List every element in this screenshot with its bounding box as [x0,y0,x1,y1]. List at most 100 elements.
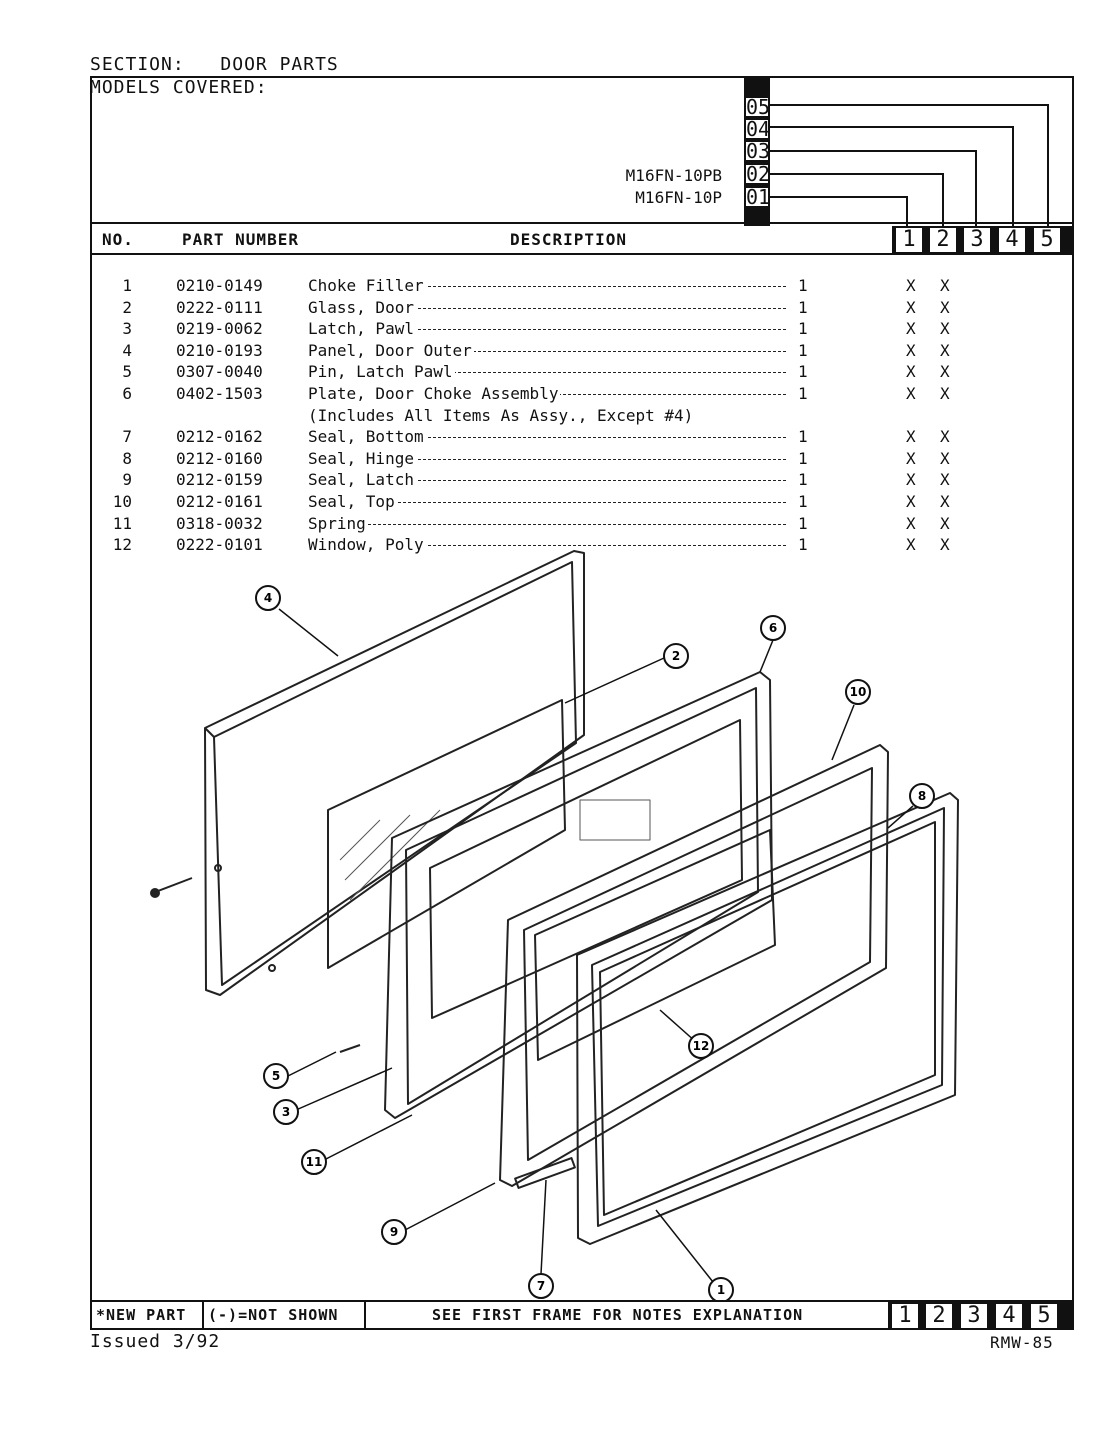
dash-leader [308,329,786,331]
part-description: Plate, Door Choke Assembly [308,384,561,403]
part-description: Seal, Hinge [308,448,416,468]
part-description: Pin, Latch Pawl [308,362,455,382]
item-number: 5 [122,362,132,382]
model-1-mark: X [906,513,916,533]
model-col-5: 5 [1032,226,1062,254]
part-number: 0212-0161 [176,492,263,511]
svg-text:5: 5 [272,1069,280,1083]
part-description: Glass, Door [308,297,416,317]
footer-not-shown: (-)=NOT SHOWN [208,1306,339,1324]
part-description: Choke Filler [308,276,426,295]
quantity: 1 [798,297,808,317]
item-number: 9 [122,470,132,490]
model-code-04: 04 [744,117,771,141]
quantity: 1 [798,513,808,533]
svg-text:4: 4 [264,591,272,605]
models-covered-label: MODELS COVERED: [90,77,268,98]
footer-model-col-1: 1 [890,1302,920,1330]
part-description: Latch, Pawl [308,319,416,339]
callout-2: 2 [663,643,689,669]
model-1-mark: X [906,384,916,403]
dash-leader [308,437,786,439]
dash-leader [308,350,786,352]
svg-text:1: 1 [717,1283,725,1297]
quantity: 1 [798,427,808,447]
svg-text:7: 7 [537,1279,545,1293]
model-2-mark: X [940,448,950,468]
model-code-03: 03 [744,139,771,163]
callout-7: 7 [528,1273,554,1299]
dash-leader [308,480,786,482]
col-description-header: DESCRIPTION [510,230,627,249]
item-number: 7 [122,427,132,447]
dash-leader [308,372,786,374]
model-col-4: 4 [997,226,1027,254]
document-code: RMW-85 [990,1333,1054,1352]
item-number: 8 [122,448,132,468]
model-1-mark: X [906,492,916,511]
model-1-mark: X [906,535,916,555]
item-number: 1 [122,276,132,295]
dash-leader [308,545,786,547]
part-description: Seal, Latch [308,470,416,490]
callout-leaders [278,608,914,1283]
exploded-door-diagram: 4 2 6 10 8 5 3 11 9 7 1 12 [150,550,959,1300]
svg-text:9: 9 [390,1225,398,1239]
callout-12: 12 [688,1033,714,1059]
header-rule-top [90,222,1074,224]
model-2-mark: X [940,513,950,533]
callout-5: 5 [263,1063,289,1089]
model-2-mark: X [940,427,950,447]
dash-leader [308,458,786,460]
model-2-mark: X [940,319,950,339]
svg-text:6: 6 [769,621,777,635]
model-1-mark: X [906,362,916,382]
part-number: 0307-0040 [176,362,263,382]
item-number: 11 [112,513,132,533]
item-number: 10 [112,492,132,511]
part-number: 0210-0149 [176,276,263,295]
footer-new-part: *NEW PART [96,1306,187,1324]
part-number: 0222-0101 [176,535,263,555]
item-number: 6 [122,384,132,403]
item-number: 3 [122,319,132,339]
part-description: Spring [308,513,368,533]
footer-model-col-4: 4 [994,1302,1024,1330]
part-number: 0212-0162 [176,427,263,447]
quantity: 1 [798,362,808,382]
callout-6: 6 [760,615,786,641]
model-code-01: 01 [744,185,771,209]
model-2-mark: X [940,276,950,295]
part-description: Panel, Door Outer [308,340,474,360]
quantity: 1 [798,276,808,295]
footer-notes: SEE FIRST FRAME FOR NOTES EXPLANATION [432,1306,804,1324]
part-number: 0210-0193 [176,340,263,360]
part-description: Window, Poly [308,535,426,555]
seal-frame-drawing [499,744,889,1187]
svg-text:8: 8 [918,789,926,803]
footer-model-col-2: 2 [924,1302,954,1330]
footer-divider-2 [364,1300,366,1330]
callout-9: 9 [381,1219,407,1245]
model-1-mark: X [906,470,916,490]
part-number: 0318-0032 [176,513,263,533]
footer-model-col-5: 5 [1029,1302,1059,1330]
model-1-mark: X [906,340,916,360]
model-2-mark: X [940,362,950,382]
model-2-mark: X [940,297,950,317]
col-no-header: NO. [102,230,134,249]
model-leader-lines [770,104,1049,228]
footer-rule [90,1300,1074,1302]
model-1-mark: X [906,319,916,339]
model-1-mark: X [906,427,916,447]
svg-text:2: 2 [672,649,680,663]
quantity: 1 [798,448,808,468]
part-description: Seal, Bottom [308,427,426,447]
dash-leader [308,307,786,309]
quantity: 1 [798,535,808,555]
model-1-mark: X [906,276,916,295]
door-outer-panel-drawing [204,550,585,996]
sheet-frame [90,76,1074,1330]
header-rule-bottom [90,253,1074,255]
callout-10: 10 [845,679,871,705]
